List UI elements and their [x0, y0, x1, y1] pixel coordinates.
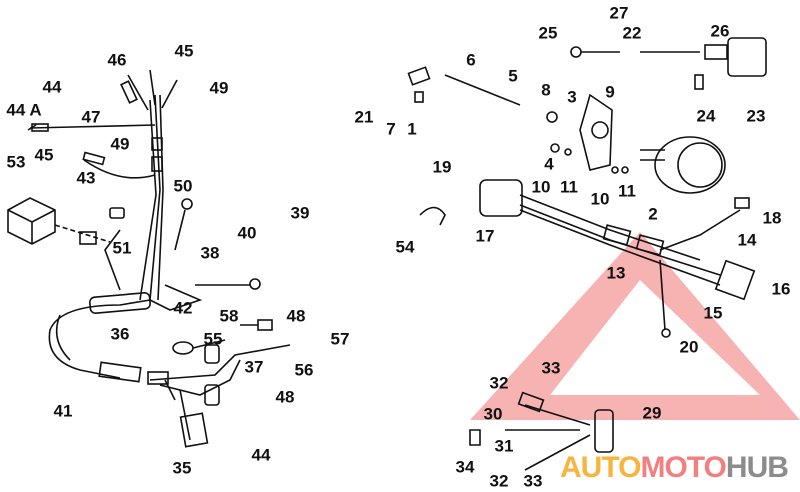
callout-label: 9	[605, 82, 615, 102]
callout-label: 49	[110, 134, 130, 154]
callout-label: 42	[173, 298, 193, 318]
callout-label: 43	[76, 168, 96, 188]
watermark-auto: AUTO	[560, 451, 641, 484]
callout-label: 48	[286, 306, 306, 326]
callout-label: 50	[173, 176, 193, 196]
wiring-harness-left	[7, 69, 291, 448]
callout-label: 45	[34, 145, 54, 165]
callout-label: 10	[531, 177, 551, 197]
callout-label: 11	[618, 181, 636, 201]
callout-label: 34	[455, 457, 475, 477]
callout-label: 41	[53, 401, 73, 421]
callout-label: 44	[42, 77, 62, 97]
callout-label: 39	[290, 203, 310, 223]
callout-label: 30	[483, 404, 503, 424]
callout-label: 2	[648, 204, 658, 224]
callout-label: 4	[544, 154, 554, 174]
callout-label: 18	[762, 208, 782, 228]
callout-label: 11	[560, 177, 578, 197]
callout-label: 8	[541, 80, 551, 100]
callout-label: 7	[386, 119, 396, 139]
callout-label: 54	[395, 237, 415, 257]
callout-label: 29	[642, 403, 662, 423]
callout-label: 14	[737, 230, 757, 250]
callout-label: 35	[172, 458, 192, 478]
callout-label: 55	[203, 329, 223, 349]
gauge-and-harness-right	[407, 37, 767, 471]
callout-label: 44	[251, 445, 271, 465]
callout-label: 13	[606, 263, 626, 283]
callout-label: 44 A	[6, 100, 42, 120]
watermark-moto: MOTO	[640, 451, 726, 484]
callout-label: 20	[679, 337, 699, 357]
callout-label: 47	[81, 107, 101, 127]
callout-label: 45	[174, 41, 194, 61]
watermark-text: AUTOMOTOHUB	[560, 451, 789, 484]
callout-label: 22	[622, 23, 642, 43]
callout-label: 57	[330, 329, 350, 349]
callout-label: 49	[209, 78, 229, 98]
callout-label: 6	[466, 50, 476, 70]
callout-label: 46	[107, 50, 127, 70]
watermark-hub: HUB	[725, 451, 789, 484]
callout-label: 25	[538, 23, 558, 43]
callout-label: 26	[710, 21, 730, 41]
callout-label: 32	[489, 471, 509, 491]
callout-label: 56	[294, 360, 314, 380]
callout-label: 51	[112, 238, 132, 258]
callout-label: 27	[609, 3, 629, 23]
callout-label: 24	[696, 106, 716, 126]
callout-label: 1	[407, 119, 417, 139]
callout-label: 33	[541, 358, 561, 378]
callout-label: 32	[489, 373, 509, 393]
callout-label: 23	[746, 106, 766, 126]
callout-label: 53	[6, 152, 26, 172]
callout-label: 10	[590, 189, 610, 209]
callout-label: 3	[567, 87, 577, 107]
callout-label: 58	[219, 306, 239, 326]
callout-label: 48	[275, 387, 295, 407]
callout-label: 5	[508, 66, 518, 86]
callout-label: 38	[200, 243, 220, 263]
watermark-logo-triangle	[470, 232, 800, 420]
callout-label: 40	[237, 223, 257, 243]
callout-label: 19	[432, 157, 452, 177]
callout-label: 16	[771, 279, 791, 299]
callout-label: 31	[494, 436, 514, 456]
callout-label: 17	[475, 226, 495, 246]
callout-label: 15	[703, 303, 723, 323]
callout-label: 36	[110, 324, 130, 344]
callout-label: 21	[354, 107, 374, 127]
callout-label: 37	[244, 357, 264, 377]
callout-label: 33	[523, 471, 543, 491]
